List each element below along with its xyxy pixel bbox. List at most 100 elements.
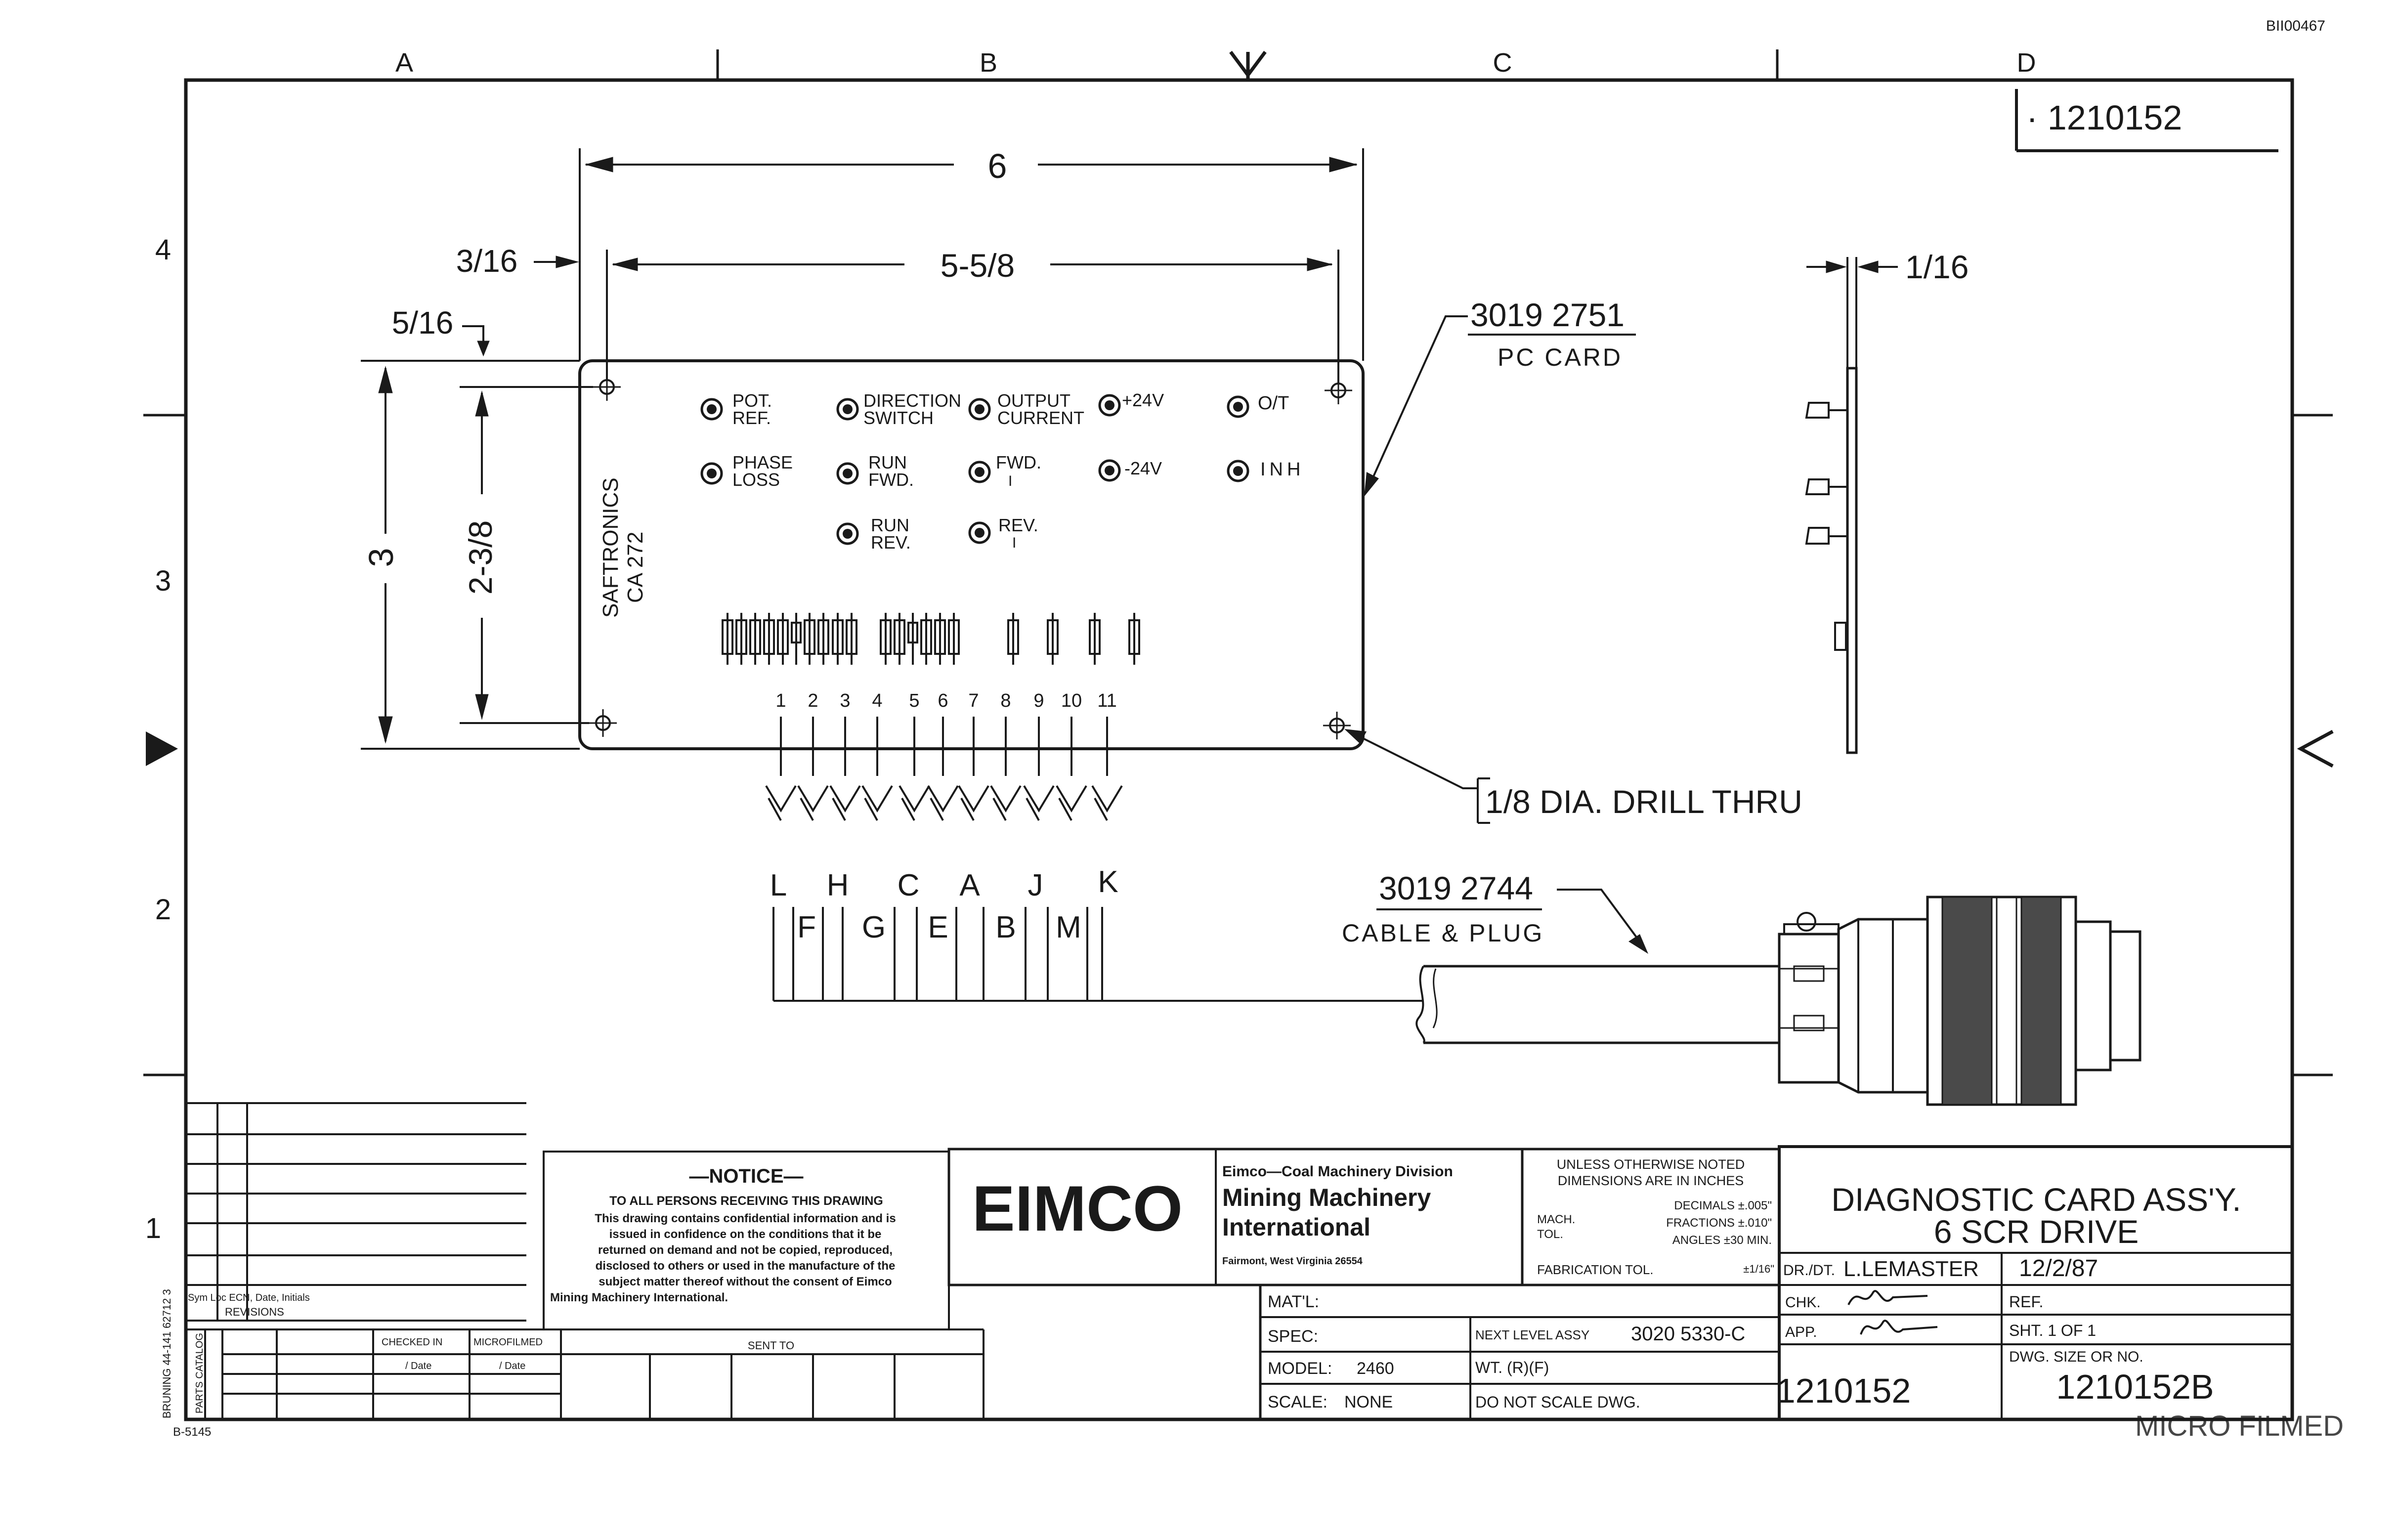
test-point-phase-loss: PHASE LOSS bbox=[700, 452, 793, 490]
svg-text:3: 3 bbox=[840, 690, 850, 711]
svg-text:INH: INH bbox=[1260, 459, 1304, 480]
svg-text:B: B bbox=[995, 910, 1016, 944]
notice-title: —NOTICE— bbox=[689, 1165, 803, 1187]
svg-text:disclosed to others or used in: disclosed to others or used in the manuf… bbox=[596, 1259, 896, 1273]
cable-leader bbox=[1557, 889, 1648, 954]
test-point-pot-ref: POT. REF. bbox=[700, 390, 772, 428]
footer-mark: B-5145 bbox=[173, 1425, 211, 1439]
svg-text:RUN: RUN bbox=[871, 515, 909, 535]
zone-row-3: 3 bbox=[155, 565, 171, 597]
card-side-view bbox=[1805, 257, 1898, 754]
svg-text:FABRICATION TOL.: FABRICATION TOL. bbox=[1537, 1262, 1654, 1277]
scale-value: NONE bbox=[1344, 1393, 1393, 1412]
model-label: MODEL: bbox=[1268, 1359, 1332, 1378]
svg-text:LOSS: LOSS bbox=[732, 470, 780, 490]
svg-text:FWD.: FWD. bbox=[868, 470, 914, 490]
company-division: Eimco—Coal Machinery Division bbox=[1222, 1163, 1453, 1180]
test-point-minus-24v: -24V bbox=[1098, 458, 1162, 482]
dwg-number-size: 1210152B bbox=[2056, 1368, 2214, 1406]
svg-text:SWITCH: SWITCH bbox=[863, 408, 934, 428]
checked-signature bbox=[1847, 1290, 1928, 1305]
microfilmed-date-label: / Date bbox=[499, 1361, 525, 1371]
zone-col-c: C bbox=[1493, 48, 1512, 78]
dim-hole-spacing-width: 5-5/8 bbox=[941, 247, 1015, 284]
svg-text:9: 9 bbox=[1033, 690, 1044, 711]
sheet-frame bbox=[143, 49, 2334, 1421]
pc-card-leader bbox=[1364, 315, 1468, 497]
company-block: EIMCO Eimco—Coal Machinery Division Mini… bbox=[947, 1148, 1524, 1286]
test-point-plus-24v: +24V bbox=[1098, 390, 1164, 417]
dim-top-inset: 5/16 bbox=[392, 305, 454, 341]
svg-text:O/T: O/T bbox=[1258, 393, 1289, 414]
pc-card-part-no: 3019 2751 bbox=[1470, 297, 1625, 333]
svg-text:TOL.: TOL. bbox=[1537, 1228, 1563, 1241]
svg-text:C: C bbox=[898, 868, 920, 902]
pin-leads bbox=[765, 717, 1123, 821]
next-assy-value: 3020 5330-C bbox=[1631, 1323, 1745, 1345]
bruning-side-label: BRUNING 44-141 62712 3 bbox=[161, 1289, 173, 1418]
tolerance-block: UNLESS OTHERWISE NOTED DIMENSIONS ARE IN… bbox=[1521, 1148, 1781, 1286]
svg-text:8: 8 bbox=[1000, 690, 1011, 711]
weight-label: WT. (R)(F) bbox=[1475, 1359, 1549, 1376]
svg-text:J: J bbox=[1028, 868, 1043, 902]
wire-harness bbox=[772, 907, 1423, 1002]
svg-text:This drawing contains confiden: This drawing contains confidential infor… bbox=[595, 1212, 896, 1225]
pc-card: SAFTRONICS CA 272 POT. REF. DIRECTION SW… bbox=[578, 359, 1423, 1002]
dim-thickness: 1/16 bbox=[1905, 249, 1969, 285]
svg-text:I: I bbox=[1008, 473, 1012, 489]
svg-text:returned on demand and not be: returned on demand and not be copied, re… bbox=[598, 1243, 893, 1257]
svg-text:7: 7 bbox=[968, 690, 979, 711]
drawn-by-value: L.LEMASTER bbox=[1843, 1257, 1979, 1281]
sent-to-label: SENT TO bbox=[748, 1339, 794, 1352]
company-name-1: Mining Machinery bbox=[1222, 1184, 1431, 1211]
svg-text:11: 11 bbox=[1097, 690, 1116, 711]
svg-text:1: 1 bbox=[775, 690, 786, 711]
sheet-label: SHT. 1 OF 1 bbox=[2009, 1322, 2096, 1339]
svg-text:±1/16": ±1/16" bbox=[1743, 1263, 1774, 1275]
notice-heading: TO ALL PERSONS RECEIVING THIS DRAWING bbox=[609, 1194, 883, 1208]
svg-text:REF.: REF. bbox=[732, 408, 771, 428]
svg-text:OUTPUT: OUTPUT bbox=[997, 390, 1071, 411]
svg-text:G: G bbox=[862, 910, 886, 944]
spec-label: SPEC: bbox=[1268, 1327, 1318, 1346]
title-line-2: 6 SCR DRIVE bbox=[1934, 1213, 2139, 1250]
revisions-block bbox=[186, 1102, 985, 1420]
test-point-rev-i: REV. I bbox=[968, 515, 1038, 551]
svg-text:K: K bbox=[1098, 865, 1118, 899]
do-not-scale-note: DO NOT SCALE DWG. bbox=[1475, 1393, 1640, 1411]
notice-block: —NOTICE— TO ALL PERSONS RECEIVING THIS D… bbox=[543, 1151, 950, 1330]
svg-text:ANGLES ±30 MIN.: ANGLES ±30 MIN. bbox=[1672, 1234, 1772, 1247]
svg-text:4: 4 bbox=[872, 690, 882, 711]
pin-numbers: 1 2 3 4 5 6 7 8 9 10 11 bbox=[775, 690, 1116, 711]
dwg-number: 1210152 bbox=[1776, 1371, 1911, 1410]
test-point-fwd-i: FWD. I bbox=[968, 452, 1041, 489]
zone-row-2: 2 bbox=[155, 894, 171, 926]
company-name-2: International bbox=[1222, 1213, 1370, 1241]
svg-text:REV.: REV. bbox=[998, 515, 1038, 535]
dimension-lines bbox=[361, 148, 1364, 750]
svg-text:F: F bbox=[797, 910, 816, 944]
dwg-size-label: DWG. SIZE OR NO. bbox=[2009, 1349, 2143, 1365]
title-block bbox=[1778, 1145, 2294, 1421]
company-logo: EIMCO bbox=[972, 1172, 1183, 1244]
svg-text:subject matter thereof without: subject matter thereof without the conse… bbox=[599, 1275, 892, 1288]
drawing-id-top: · 1210152 bbox=[2026, 98, 2182, 137]
svg-text:DECIMALS ±.005": DECIMALS ±.005" bbox=[1674, 1199, 1772, 1212]
resistor-row bbox=[722, 613, 1140, 665]
svg-text:FRACTIONS ±.010": FRACTIONS ±.010" bbox=[1666, 1216, 1772, 1230]
svg-text:A: A bbox=[959, 868, 980, 902]
drawn-by-label: DR./DT. bbox=[1783, 1262, 1835, 1279]
svg-text:I: I bbox=[1012, 535, 1016, 551]
drill-note: 1/8 DIA. DRILL THRU bbox=[1485, 783, 1802, 820]
svg-text:E: E bbox=[928, 910, 948, 944]
drill-leader bbox=[1344, 729, 1490, 824]
company-address: Fairmont, West Virginia 26554 bbox=[1222, 1256, 1363, 1267]
test-point-direction-switch: DIRECTION SWITCH bbox=[836, 390, 961, 428]
center-mark-left-arrow bbox=[146, 731, 178, 766]
svg-text:DIMENSIONS ARE IN INCHES: DIMENSIONS ARE IN INCHES bbox=[1558, 1173, 1744, 1188]
svg-text:RUN: RUN bbox=[868, 452, 907, 472]
svg-text:2: 2 bbox=[808, 690, 818, 711]
approved-label: APP. bbox=[1785, 1324, 1817, 1340]
spec-block bbox=[1259, 1283, 1781, 1421]
